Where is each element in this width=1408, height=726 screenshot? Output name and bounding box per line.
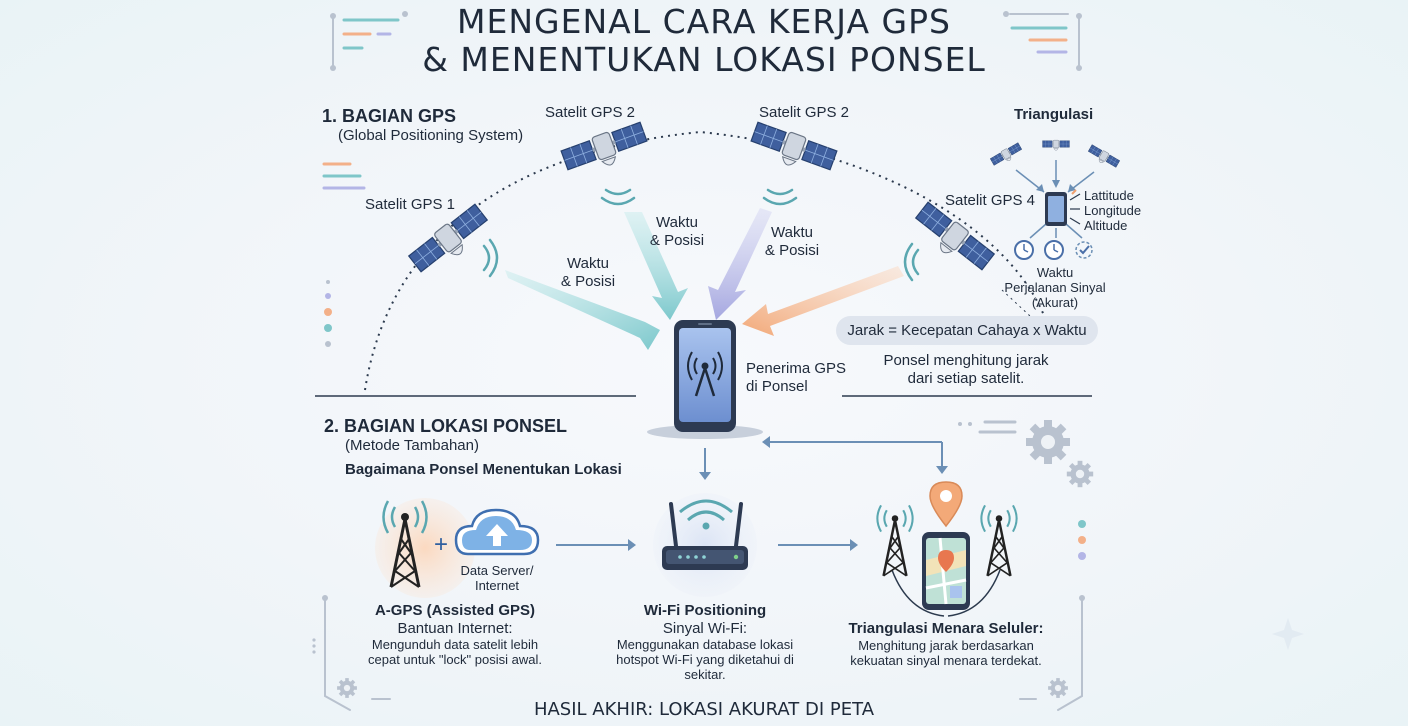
wifi-desc-line3: sekitar. — [684, 667, 726, 682]
side-decoration-right — [958, 420, 1086, 560]
signal-beam-3 — [708, 208, 772, 320]
agps-block: A-GPS (Assisted GPS) Bantuan Internet: M… — [340, 602, 570, 667]
checkmark-icon — [1075, 241, 1093, 259]
gear-icon-bottom-right — [1048, 678, 1068, 698]
triangulation-diagram — [989, 139, 1121, 317]
formula-note-line2: dari setiap satelit. — [907, 370, 1025, 387]
section1-subheading: (Global Positioning System) — [338, 127, 524, 144]
altitude-label: Altitude — [1084, 218, 1128, 233]
data-server-line2: Internet — [474, 578, 520, 593]
phone-receiver-icon — [647, 320, 763, 439]
agps-title: A-GPS (Assisted GPS) — [374, 602, 536, 619]
formula-note-line1: Ponsel menghitung jarak — [883, 352, 1049, 369]
signal-3-line1: Waktu — [771, 224, 813, 241]
triangulation-coords: Lattitude Longitude Altitude — [1084, 188, 1141, 233]
travel-time-line2: Perjalanan Sinyal — [1004, 280, 1106, 295]
latitude-label: Lattitude — [1084, 188, 1134, 203]
data-server-label: Data Server/ Internet — [450, 563, 544, 593]
signal-beam-2 — [624, 212, 688, 320]
wifi-desc-line1: Menggunakan database lokasi — [616, 637, 794, 652]
satellite-signal-waves — [482, 188, 920, 282]
satellite-1-icon — [406, 202, 495, 281]
signal-3-label: Waktu & Posisi — [742, 224, 842, 260]
gear-icon-small — [1066, 460, 1094, 488]
triangulation-title: Triangulasi — [1014, 106, 1094, 123]
data-server-line1: Data Server/ — [460, 563, 534, 578]
bottom-bracket — [324, 599, 1083, 711]
signal-2-line1: Waktu — [656, 214, 698, 231]
signal-2-label: Waktu & Posisi — [627, 214, 727, 250]
section2-heading: 2. BAGIAN LOKASI PONSEL — [324, 416, 568, 436]
signal-2-line2: & Posisi — [649, 232, 705, 249]
arrow-down-icon-2 — [936, 466, 948, 474]
section2-question: Bagaimana Ponsel Menentukan Lokasi — [345, 461, 622, 478]
cell-block: Triangulasi Menara Seluler: Menghitung j… — [830, 620, 1062, 668]
satellite-2a-label: Satelit GPS 2 — [544, 104, 636, 121]
agps-desc-line2: cepat untuk "lock" posisi awal. — [368, 652, 542, 667]
arrow-right-icon-2 — [850, 539, 858, 551]
arrow-right-icon — [628, 539, 636, 551]
satellite-4-icon — [908, 200, 997, 279]
map-phone-icon — [922, 532, 970, 610]
signal-beam-1 — [505, 270, 660, 350]
side-decoration-left — [322, 162, 366, 347]
signal-1-label: Waktu & Posisi — [538, 255, 638, 291]
location-pin-icon — [929, 481, 963, 528]
distance-formula: Jarak = Kecepatan Cahaya x Waktu — [836, 316, 1098, 345]
wifi-subtitle: Sinyal Wi-Fi: — [662, 620, 748, 637]
gear-icon-large — [1026, 420, 1070, 464]
arrow-down-icon — [699, 472, 711, 480]
receiver-line2: di Ponsel — [746, 378, 808, 395]
signal-beam-4 — [742, 266, 904, 336]
final-result-footer: HASIL AKHIR: LOKASI AKURAT DI PETA — [533, 699, 875, 720]
satellite-2b-label: Satelit GPS 2 — [758, 104, 850, 121]
wifi-router-icon — [662, 499, 748, 570]
longitude-label: Longitude — [1084, 203, 1142, 218]
wifi-block: Wi-Fi Positioning Sinyal Wi-Fi: Mengguna… — [590, 602, 820, 682]
satellite-2a-icon — [559, 119, 651, 180]
page-title-line2: & MENENTUKAN LOKASI PONSEL — [422, 40, 986, 79]
gear-icon-bottom-left — [337, 678, 357, 698]
formula-note: Ponsel menghitung jarak dari setiap sate… — [866, 352, 1066, 388]
satellite-4-label: Satelit GPS 4 — [944, 192, 1036, 209]
signal-3-line2: & Posisi — [764, 242, 820, 259]
clock-icon — [1014, 240, 1064, 260]
cell-desc-line1: Menghitung jarak berdasarkan — [858, 638, 1034, 653]
signal-1-line1: Waktu — [567, 255, 609, 272]
corner-decoration-right — [1003, 11, 1082, 71]
satellite-2b-icon — [747, 119, 839, 180]
receiver-label: Penerima GPS di Ponsel — [746, 360, 846, 396]
satellite-1-label: Satelit GPS 1 — [364, 196, 456, 213]
signal-travel-time: Waktu Perjalanan Sinyal (Akurat) — [990, 265, 1120, 310]
signal-1-line2: & Posisi — [560, 273, 616, 290]
wifi-title: Wi-Fi Positioning — [643, 602, 767, 619]
travel-time-line1: Waktu — [1036, 265, 1074, 280]
cell-title: Triangulasi Menara Seluler: — [848, 620, 1044, 637]
cell-tower-icon-left — [876, 504, 914, 578]
wifi-desc-line2: hotspot Wi-Fi yang diketahui di — [616, 652, 794, 667]
arrow-left-icon — [762, 436, 770, 448]
cell-tower-icon-right — [980, 504, 1018, 578]
agps-desc-line1: Mengunduh data satelit lebih — [371, 637, 539, 652]
cloud-upload-icon — [454, 508, 540, 556]
section2-subheading: (Metode Tambahan) — [345, 437, 479, 454]
travel-time-line3: (Akurat) — [1031, 295, 1079, 310]
svg-text:+: + — [434, 531, 448, 558]
receiver-line1: Penerima GPS — [746, 360, 847, 377]
cell-desc-line2: kekuatan sinyal menara terdekat. — [850, 653, 1042, 668]
corner-decoration-left — [330, 11, 408, 71]
section1-heading: 1. BAGIAN GPS — [322, 106, 457, 126]
agps-subtitle: Bantuan Internet: — [397, 620, 513, 637]
page-title-line1: MENGENAL CARA KERJA GPS — [457, 2, 951, 41]
